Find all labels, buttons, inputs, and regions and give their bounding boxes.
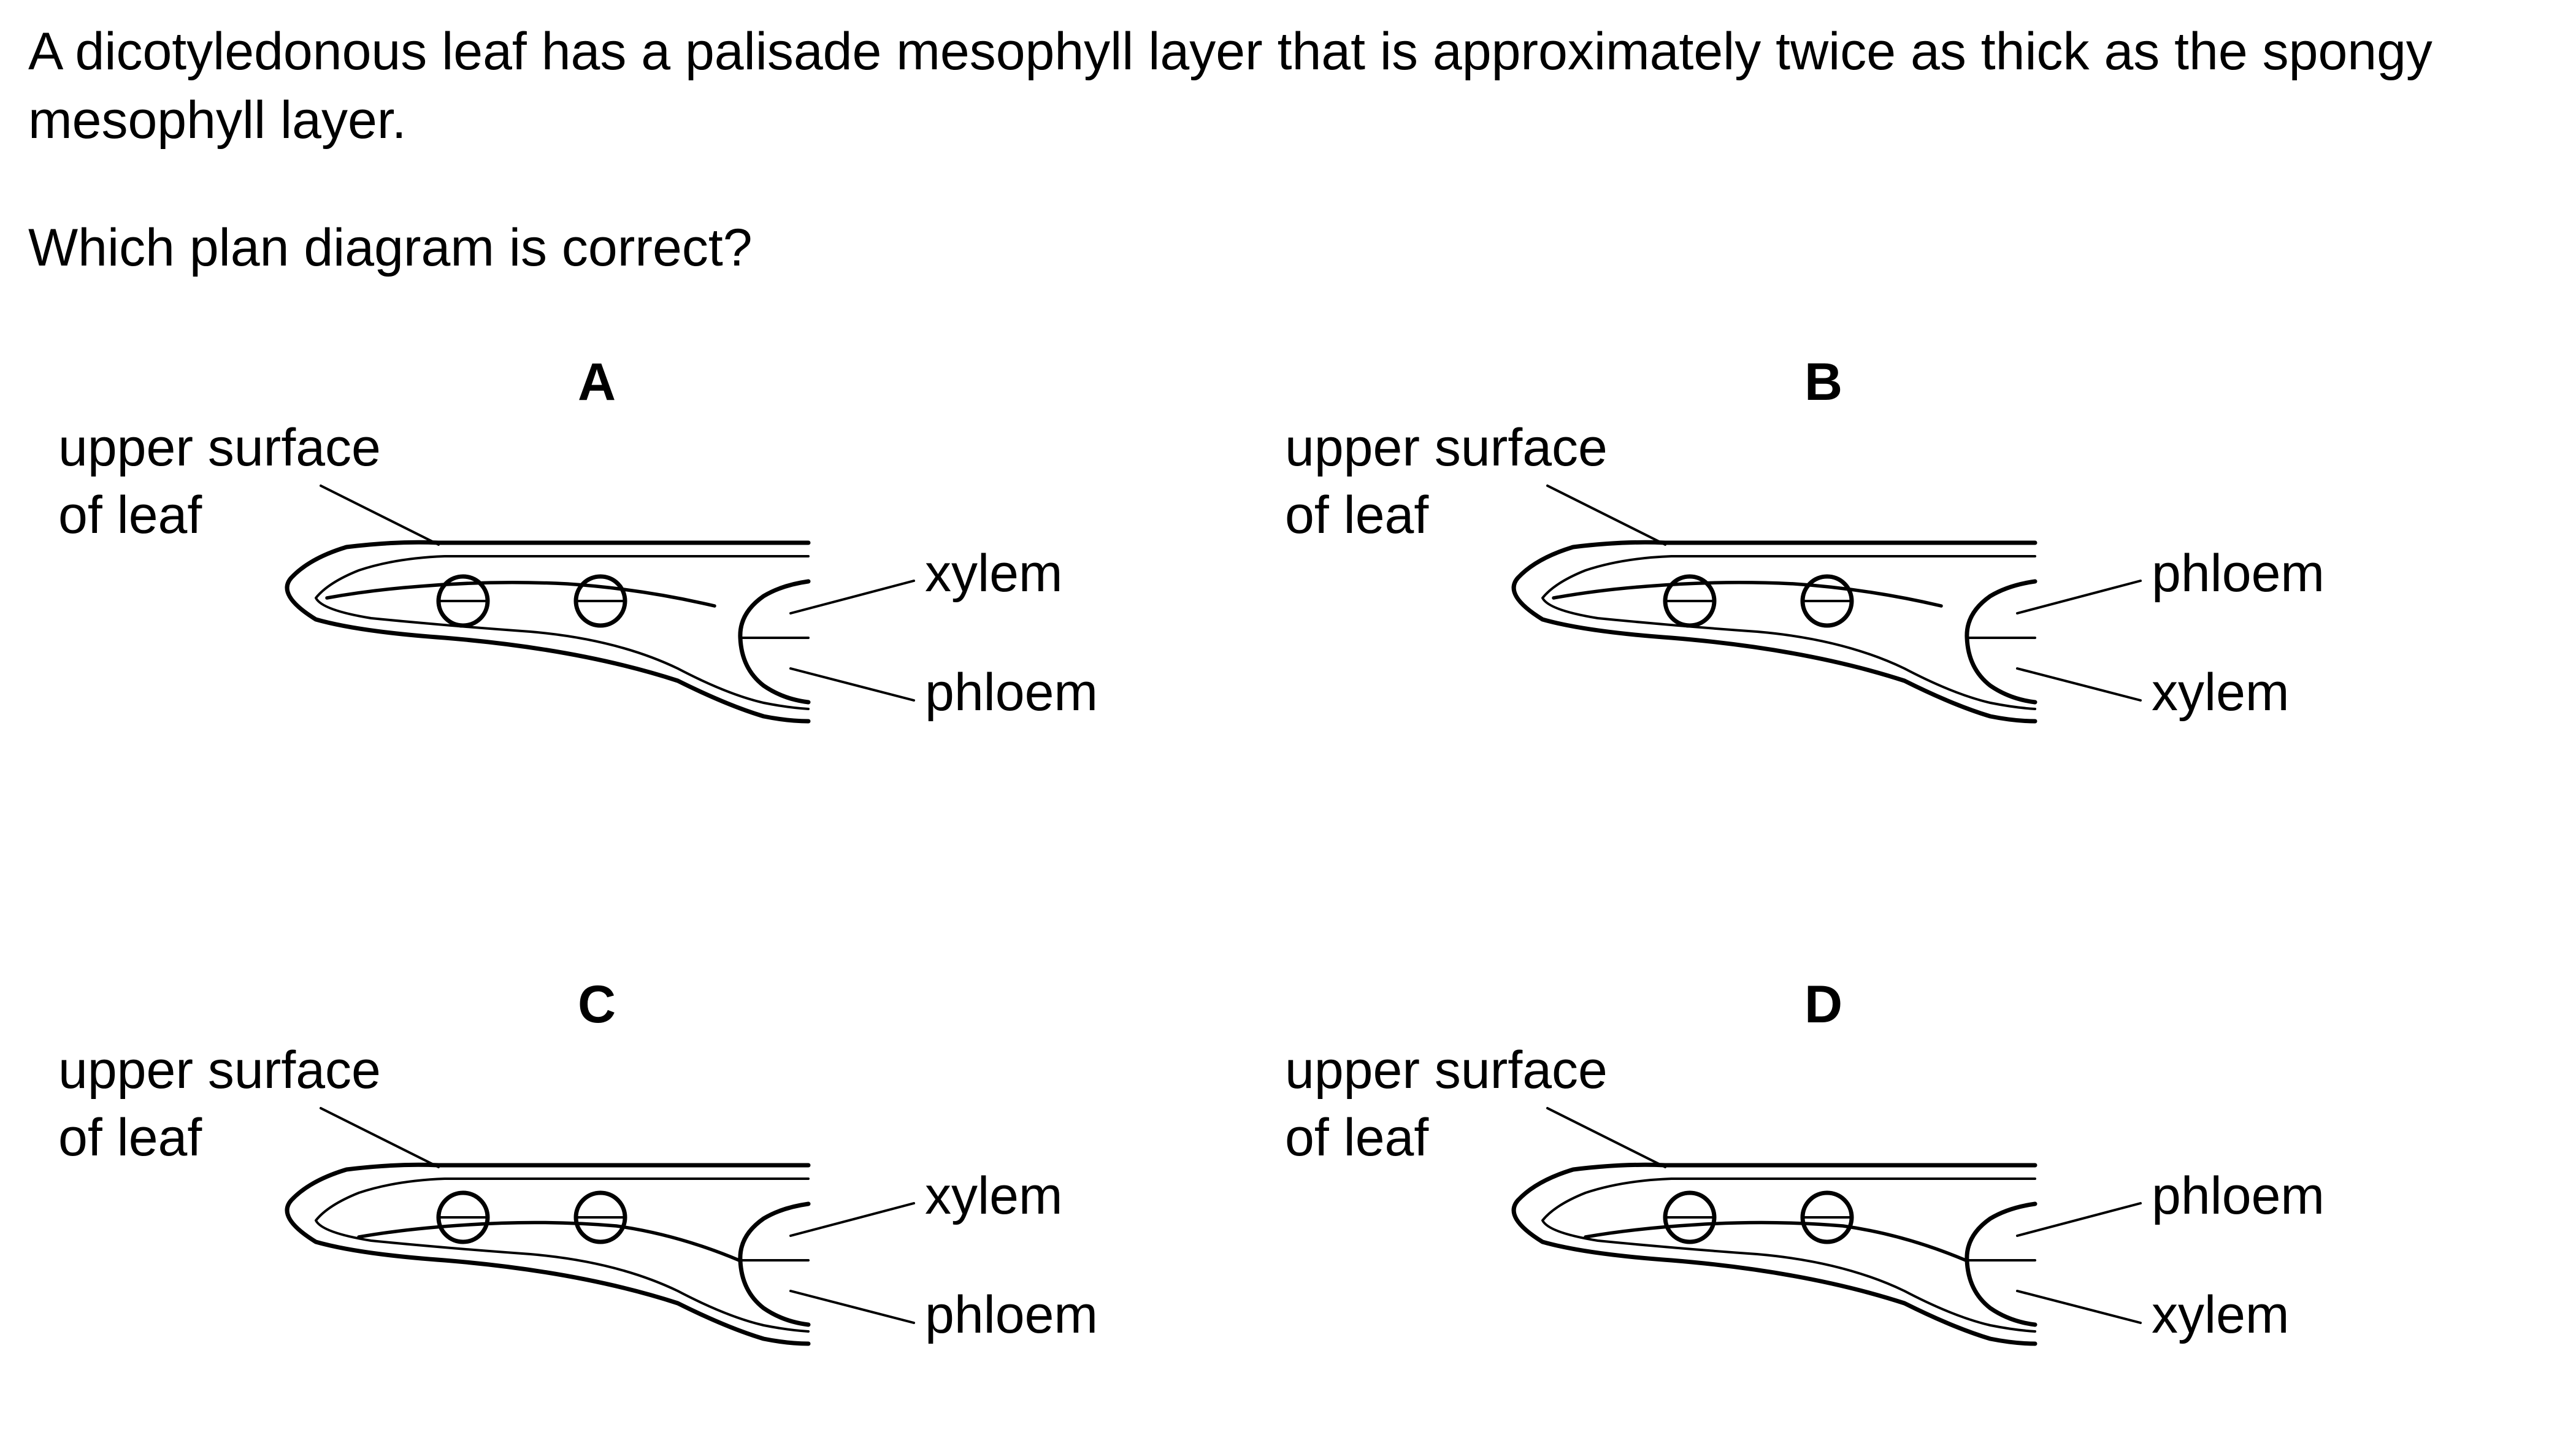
leaf-outline — [1511, 540, 2037, 724]
tissue-label-bottom: phloem — [925, 1285, 1098, 1344]
upper-surface-label: upper surface of leaf — [58, 418, 381, 545]
epidermis-inner-line — [315, 1177, 810, 1333]
option-letter: C — [578, 975, 616, 1034]
tissue-label-bottom: phloem — [925, 663, 1098, 722]
palisade-spongy-boundary — [325, 581, 716, 608]
palisade-spongy-boundary — [357, 1220, 741, 1262]
surface-label-line — [320, 484, 440, 546]
vascular-bundle-outline — [1965, 579, 2037, 705]
option-letter: D — [1804, 975, 1843, 1034]
leaf-outline — [285, 540, 811, 724]
leaf-outline — [285, 1162, 811, 1346]
option-letter: A — [578, 353, 616, 412]
surface-label-line — [1546, 1107, 1666, 1168]
label-line-top — [789, 1202, 915, 1237]
vascular-bundle-outline — [738, 1201, 811, 1327]
vascular-bundle-outline — [1965, 1201, 2037, 1327]
option-letter: B — [1804, 353, 1843, 412]
label-line-bottom — [789, 667, 915, 702]
upper-surface-label: upper surface of leaf — [58, 1041, 381, 1167]
option-d-diagram[interactable]: D upper surface of leaf phloem xylem — [1254, 972, 2420, 1432]
leaf-plan-diagram — [1511, 484, 2142, 724]
question: A dicotyledonous leaf has a palisade mes… — [28, 17, 2543, 277]
tissue-label-top: xylem — [925, 544, 1063, 603]
palisade-spongy-boundary — [1552, 581, 1943, 608]
tissue-label-top: xylem — [925, 1166, 1063, 1225]
upper-surface-label: upper surface of leaf — [1285, 418, 1608, 545]
epidermis-inner-line — [1541, 1177, 2036, 1333]
vascular-bundle-outline — [738, 579, 811, 705]
label-line-bottom — [2016, 1290, 2142, 1324]
leaf-plan-diagram — [285, 484, 915, 724]
question-stem: A dicotyledonous leaf has a palisade mes… — [28, 22, 2432, 150]
tissue-label-bottom: xylem — [2152, 663, 2290, 722]
label-line-bottom — [789, 1290, 915, 1324]
label-line-top — [789, 580, 915, 615]
option-b-diagram[interactable]: B upper surface of leaf phloem xylem — [1254, 350, 2420, 810]
option-a-diagram[interactable]: A upper surface of leaf xylem phloem — [28, 350, 1193, 810]
leaf-outline — [1511, 1162, 2037, 1346]
palisade-spongy-boundary — [1584, 1220, 1968, 1262]
label-line-bottom — [2016, 667, 2142, 702]
surface-label-line — [320, 1107, 440, 1168]
upper-surface-label: upper surface of leaf — [1285, 1041, 1608, 1167]
tissue-label-top: phloem — [2152, 544, 2325, 603]
tissue-label-top: phloem — [2152, 1166, 2325, 1225]
label-line-top — [2016, 580, 2142, 615]
option-c-diagram[interactable]: C upper surface of leaf xylem phloem — [28, 972, 1193, 1432]
tissue-label-bottom: xylem — [2152, 1285, 2290, 1344]
surface-label-line — [1546, 484, 1666, 546]
question-prompt: Which plan diagram is correct? — [28, 218, 753, 277]
label-line-top — [2016, 1202, 2142, 1237]
leaf-plan-diagram — [1511, 1107, 2142, 1346]
leaf-plan-diagram — [285, 1107, 915, 1346]
